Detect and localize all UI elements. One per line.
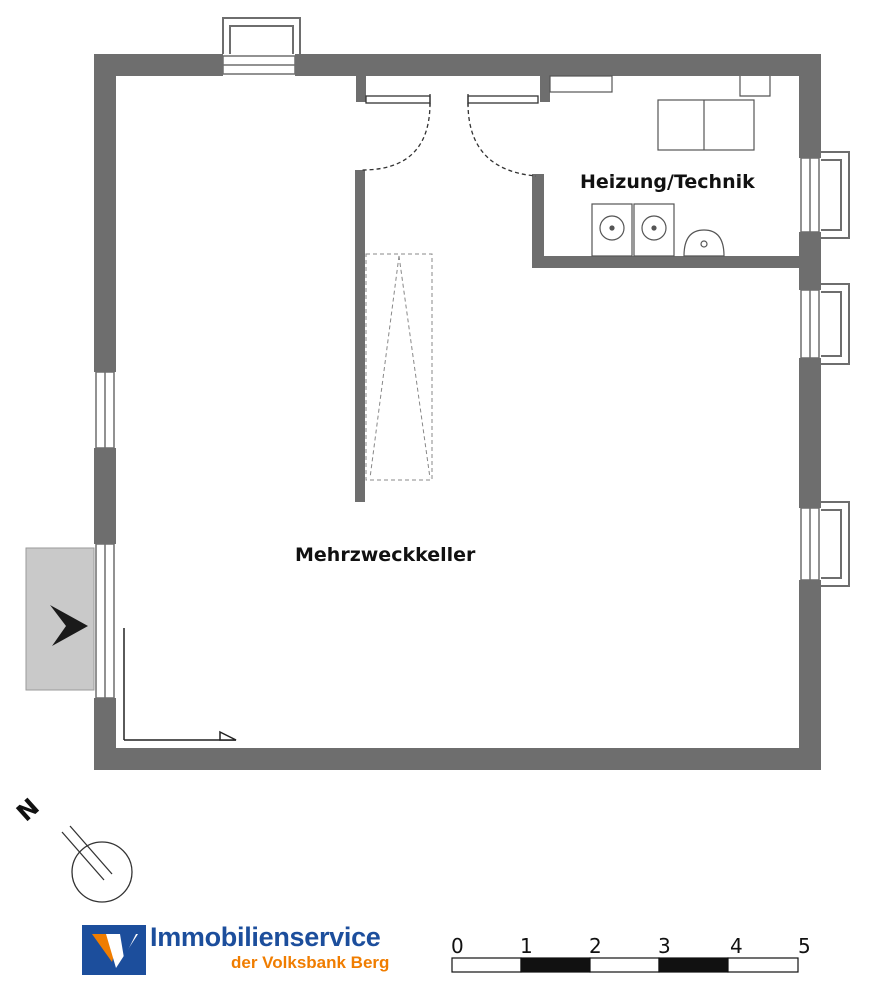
inner-walls — [355, 76, 799, 502]
attic-ladder — [365, 253, 433, 481]
scale-tick-0: 0 — [451, 934, 464, 958]
stair-entrance — [25, 547, 95, 691]
light-wells — [222, 17, 850, 587]
compass-icon — [61, 825, 133, 903]
scale-bar — [451, 957, 799, 973]
logo-mark-icon — [82, 925, 146, 975]
outer-walls — [94, 54, 821, 770]
room-corner-marker — [123, 628, 237, 741]
room-label-heizung-technik: Heizung/Technik — [580, 171, 755, 193]
windows — [95, 55, 820, 699]
sink — [683, 229, 725, 257]
wall-shelf — [549, 75, 771, 97]
logo-subtitle: der Volksbank Berg — [231, 953, 390, 972]
logo-title: Immobilienservice — [150, 922, 381, 952]
scale-tick-4: 4 — [730, 934, 743, 958]
washing-machines — [591, 203, 675, 257]
room-label-mehrzweckkeller: Mehrzweckkeller — [295, 544, 476, 566]
entrance-arrow-icon — [50, 605, 88, 646]
scale-tick-5: 5 — [798, 934, 811, 958]
scale-tick-3: 3 — [658, 934, 671, 958]
scale-tick-2: 2 — [589, 934, 602, 958]
heating-tanks — [657, 99, 755, 151]
doors — [361, 94, 539, 177]
scale-tick-1: 1 — [520, 934, 533, 958]
